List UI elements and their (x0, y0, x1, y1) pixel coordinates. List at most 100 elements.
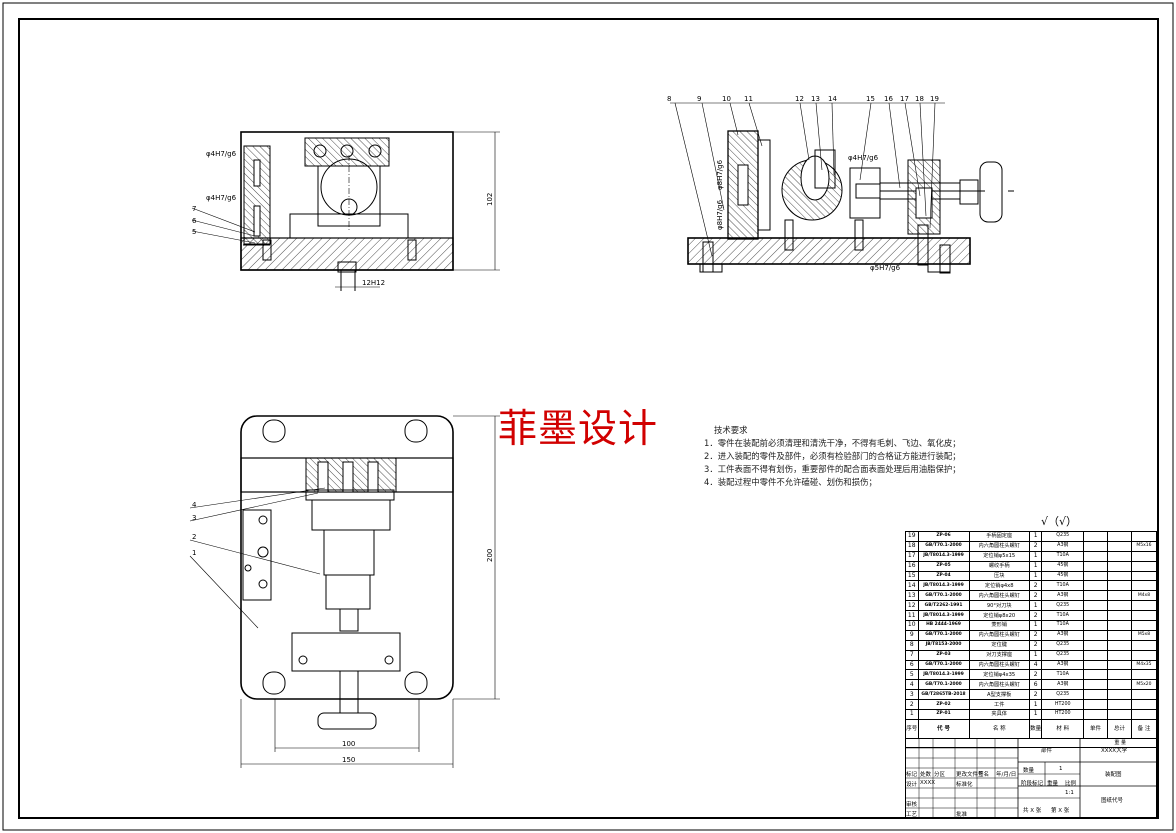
side-callout-15: 15 (866, 95, 875, 103)
bom-cell-qty: 1 (1028, 531, 1043, 542)
tb-weight-label: 重量 (1047, 781, 1059, 787)
bom-cell-code: GB/T2262-1991 (917, 600, 970, 612)
bom-cell-qty: 2 (1028, 590, 1043, 602)
bom-cell-code: JB/T8014.3-1999 (917, 580, 970, 592)
bom-cell-code: GB/T70.1-2000 (917, 540, 970, 552)
bom-cell-weight (1106, 590, 1132, 602)
bom-cell-no: 1 (905, 709, 919, 720)
bom-cell-remark (1130, 639, 1158, 651)
side-callout-11: 11 (744, 95, 753, 103)
bom-cell-no: 18 (905, 540, 919, 552)
dim-plan-width: 150 (342, 756, 355, 764)
tech-requirement-1: 1．零件在装配前必须清理和清洗干净，不得有毛刺、飞边、氧化皮； (704, 438, 961, 448)
bom-cell-remark (1130, 580, 1158, 592)
bom-cell-name: 夹具体 (968, 709, 1030, 720)
watermark-text: 菲墨设计 (498, 407, 659, 452)
bom-header-cell: 总计 (1106, 718, 1132, 739)
tb-rev-date: 年/月/日 (996, 772, 1017, 778)
bom-cell-qty: 2 (1028, 610, 1043, 622)
bom-cell-name: 内六角圆柱头螺钉 (968, 590, 1030, 602)
tech-requirements-title: 技术要求 (714, 425, 748, 435)
bom-cell-weight (1083, 560, 1108, 572)
bom-cell-mat: 45钢 (1041, 560, 1085, 572)
bom-cell-name: 定位销φ4x35 (968, 669, 1030, 681)
bom-cell-mat: T10A (1041, 550, 1085, 562)
bom-cell-remark: M4x35 (1130, 659, 1158, 671)
tb-rev-count: 处数 (920, 772, 932, 778)
bom-cell-weight (1106, 620, 1132, 631)
bom-cell-code: HB 2444-1969 (917, 620, 970, 631)
bom-cell-code: GB/T70.1-2000 (917, 659, 970, 671)
side-fit-c: φ4H7/g6 (848, 154, 879, 162)
bom-cell-mat: A3钢 (1041, 590, 1085, 602)
tech-requirement-3: 3．工件表面不得有划伤，重要部件的配合面表面处理后用油脂保护； (704, 464, 961, 474)
bom-cell-mat: T10A (1041, 620, 1085, 631)
front-callout-7: 7 (192, 205, 196, 213)
tech-requirement-4: 4．装配过程中零件不允许磕碰、划伤和损伤； (704, 477, 877, 487)
bom-cell-weight (1106, 699, 1132, 711)
tb-std: 标准化 (956, 782, 973, 788)
bom-cell-mat: HT200 (1041, 699, 1085, 711)
bom-cell-qty: 2 (1028, 540, 1043, 552)
bom-cell-qty: 6 (1028, 679, 1043, 691)
bom-cell-remark: M4x8 (1130, 590, 1158, 602)
bom-cell-weight (1083, 540, 1108, 552)
bom-cell-mat: T10A (1041, 610, 1085, 622)
tb-process: 工艺 (906, 812, 918, 818)
bom-cell-weight (1106, 689, 1132, 701)
bom-cell-code: GB/T70.1-2000 (917, 629, 970, 641)
bom-cell-weight (1083, 590, 1108, 602)
tb-review: 审核 (906, 802, 918, 808)
side-fit-bottom: φ5H7/g6 (870, 264, 901, 272)
roughness-symbol: √（√） (1041, 515, 1078, 528)
bom-header-cell: 备 注 (1130, 718, 1158, 739)
bom-cell-remark (1130, 610, 1158, 622)
bom-cell-mat: T10A (1041, 580, 1085, 592)
front-fit-mid: φ4H7/g6 (206, 194, 237, 202)
title-block-grid (905, 738, 1157, 818)
bom-cell-name: 定位销φ8x20 (968, 610, 1030, 622)
tb-stage-label: 阶段标记 (1021, 781, 1044, 787)
bom-cell-weight (1106, 659, 1132, 671)
bom-cell-no: 4 (905, 679, 919, 691)
plan-callout-2: 2 (192, 533, 196, 541)
bom-cell-name: 定位销φ5x15 (968, 550, 1030, 562)
bom-cell-no: 5 (905, 669, 919, 681)
bom-cell-weight (1106, 709, 1132, 720)
bom-cell-remark (1130, 620, 1158, 631)
tb-rev-sign: 签名 (978, 772, 990, 778)
side-view (670, 102, 1014, 274)
bom-cell-no: 11 (905, 610, 919, 622)
bom-cell-name: 内六角圆柱头螺钉 (968, 629, 1030, 641)
bom-cell-no: 3 (905, 689, 919, 701)
bom-cell-weight (1083, 659, 1108, 671)
side-callout-18: 18 (915, 95, 924, 103)
bom-cell-qty: 1 (1028, 600, 1043, 612)
bom-header-cell: 序号 (905, 718, 919, 739)
bom-cell-weight (1106, 531, 1132, 542)
bom-cell-remark (1130, 669, 1158, 681)
bom-cell-code: GB/T2865TB-2018 (917, 689, 970, 701)
side-callout-13: 13 (811, 95, 820, 103)
bom-cell-no: 19 (905, 531, 919, 542)
bom-cell-name: 菱形销 (968, 620, 1030, 631)
front-callout-6: 6 (192, 217, 197, 225)
bom-cell-weight (1083, 610, 1108, 622)
bom-cell-name: 对刀支撑座 (968, 649, 1030, 661)
dim-front-height: 102 (486, 193, 494, 206)
bom-cell-weight (1106, 639, 1132, 651)
front-view (191, 131, 500, 291)
side-callout-14: 14 (828, 95, 837, 103)
bom-cell-remark (1130, 689, 1158, 701)
tech-requirement-2: 2．进入装配的零件及部件，必须有检验部门的合格证方能进行装配； (704, 451, 961, 461)
bom-cell-no: 6 (905, 659, 919, 671)
bom-cell-qty: 1 (1028, 709, 1043, 720)
